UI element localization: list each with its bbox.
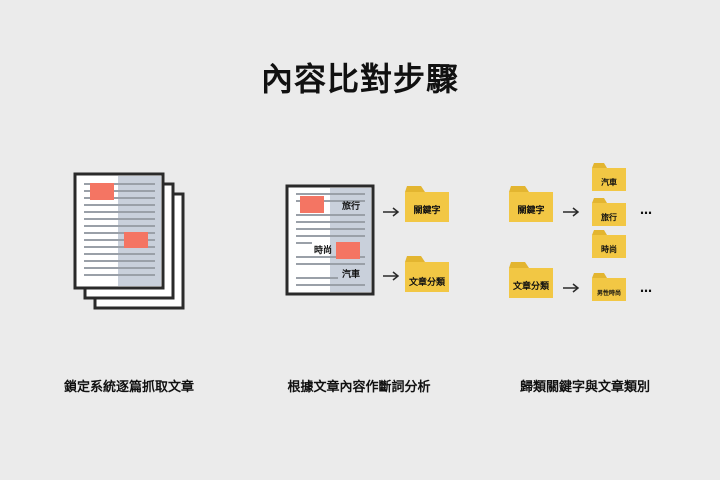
folder-icon: 汽車 <box>592 163 626 191</box>
arrow-icon <box>383 271 400 281</box>
front-document <box>73 172 165 290</box>
source-folder-category: 文章分類 <box>512 280 550 292</box>
folder-label-keyword: 關鍵字 <box>413 204 440 216</box>
folder-icon: 男性時尚 <box>592 273 626 301</box>
folder-icon: 文章分類 <box>509 262 553 298</box>
highlight-block <box>124 232 148 248</box>
page-title: 內容比對步驟 <box>260 60 459 98</box>
doc-word-travel: 旅行 <box>342 200 360 212</box>
highlight-block <box>336 242 360 259</box>
folder-icon: 旅行 <box>592 198 626 226</box>
document-stack-icon <box>73 172 185 310</box>
arrow-icon <box>383 207 400 217</box>
target-folder-car: 汽車 <box>601 177 617 187</box>
source-folder-keyword: 關鍵字 <box>517 204 544 216</box>
highlight-block <box>300 196 324 213</box>
folder-icon: 關鍵字 <box>509 186 553 222</box>
target-folder-mens-fashion: 男性時尚 <box>597 289 621 297</box>
folder-icon: 關鍵字 <box>405 186 449 222</box>
analysed-document-icon: 旅行 時尚 汽車 <box>285 184 375 296</box>
more-ellipsis: … <box>640 203 652 217</box>
doc-word-fashion: 時尚 <box>314 244 332 256</box>
step-caption-segment: 根據文章內容作斷詞分析 <box>287 380 431 395</box>
arrow-icon <box>563 207 580 217</box>
highlight-block <box>90 183 114 200</box>
step-caption-crawl: 鎖定系統逐篇抓取文章 <box>63 380 194 395</box>
folder-label-category: 文章分類 <box>408 276 446 288</box>
target-folder-fashion: 時尚 <box>601 244 617 254</box>
step-caption-classify: 歸類關鍵字與文章類別 <box>519 380 650 395</box>
folder-icon: 文章分類 <box>405 256 449 292</box>
arrow-icon <box>563 283 580 293</box>
target-folder-travel: 旅行 <box>601 212 617 222</box>
doc-word-car: 汽車 <box>342 268 360 280</box>
folder-icon: 時尚 <box>592 230 626 258</box>
more-ellipsis: … <box>640 281 652 295</box>
